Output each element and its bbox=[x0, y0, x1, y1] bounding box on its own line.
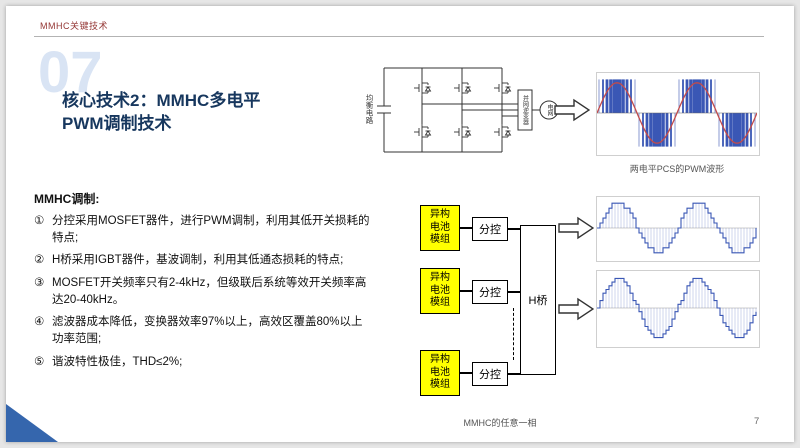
list-item: ① 分控采用MOSFET器件，进行PWM调制，利用其低开关损耗的特点; bbox=[34, 213, 372, 246]
item-text: MOSFET开关频率只有2-4kHz，但级联后系统等效开关频率高达20-40kH… bbox=[52, 277, 367, 306]
title-line-2: PWM调制技术 bbox=[62, 113, 172, 133]
battery-module-box: 异构电池模组 bbox=[420, 205, 460, 251]
item-number: ① bbox=[34, 215, 45, 227]
right-arrow-icon bbox=[558, 297, 594, 321]
item-number: ③ bbox=[34, 277, 45, 290]
item-number: ④ bbox=[34, 316, 45, 329]
item-text: 谐波特性极佳，THD≤2%; bbox=[52, 355, 183, 368]
item-text: 分控采用MOSFET器件，进行PWM调制，利用其低开关损耗的特点; bbox=[52, 215, 370, 244]
connector-line bbox=[460, 290, 472, 292]
list-item: ④ 滤波器成本降低，变换器效率97%以上，高效区覆盖80%以上功率范围; bbox=[34, 314, 372, 347]
ellipsis-dashed-line bbox=[513, 308, 514, 360]
connector-line bbox=[508, 291, 520, 293]
list-item: ③ MOSFET开关频率只有2-4kHz，但级联后系统等效开关频率高达20-40k… bbox=[34, 275, 372, 308]
list-item: ② H桥采用IGBT器件，基波调制，利用其低通态损耗的特点; bbox=[34, 252, 372, 269]
battery-module-label: 异构电池模组 bbox=[430, 209, 450, 246]
connector-line bbox=[460, 227, 472, 229]
title-line-1: 核心技术2：MMHC多电平 bbox=[62, 91, 261, 110]
subcontrol-box: 分控 bbox=[472, 280, 508, 304]
battery-module-box: 异构电池模组 bbox=[420, 268, 460, 314]
corner-triangle-decoration bbox=[6, 404, 58, 442]
h-bridge-box: H桥 bbox=[520, 225, 556, 375]
grid-inverter-label: 并网逆变器 bbox=[517, 90, 533, 130]
battery-module-label: 异构电池模组 bbox=[430, 354, 450, 391]
subcontrol-box: 分控 bbox=[472, 217, 508, 241]
pwm-waveform-drawing bbox=[597, 79, 757, 147]
slide: MMHC关键技术 07 核心技术2：MMHC多电平 PWM调制技术 MMHC调制… bbox=[6, 6, 794, 442]
right-arrow-icon bbox=[554, 98, 590, 122]
item-text: H桥采用IGBT器件，基波调制，利用其低通态损耗的特点; bbox=[52, 254, 344, 267]
multilevel-waveform-drawing bbox=[597, 277, 757, 339]
header-divider bbox=[34, 36, 764, 37]
body-text-block: MMHC调制: ① 分控采用MOSFET器件，进行PWM调制，利用其低开关损耗的特… bbox=[34, 190, 372, 376]
inverter-circuit-diagram: 均衡电路 并网逆变器 电网 bbox=[362, 56, 562, 178]
grid-label: 电网 bbox=[542, 100, 557, 120]
item-number: ② bbox=[34, 254, 45, 267]
battery-module-box: 异构电池模组 bbox=[420, 350, 460, 396]
pwm-plot-caption: 两电平PCS的PWM波形 bbox=[629, 164, 725, 174]
grid-inverter-label-text: 并网逆变器 bbox=[521, 95, 528, 125]
multilevel-waveform-plot-bottom bbox=[596, 270, 760, 348]
battery-module-label: 异构电池模组 bbox=[430, 272, 450, 309]
right-arrow-icon bbox=[558, 216, 594, 240]
item-text: 滤波器成本降低，变换器效率97%以上，高效区覆盖80%以上功率范围; bbox=[52, 316, 363, 346]
diagram-caption: MMHC的任意一相 bbox=[463, 418, 537, 428]
body-intro: MMHC调制: bbox=[34, 192, 100, 206]
slide-title: 核心技术2：MMHC多电平 PWM调制技术 bbox=[62, 90, 260, 136]
page-number: 7 bbox=[754, 416, 760, 427]
connector-line bbox=[508, 373, 520, 375]
circuit-schematic-drawing bbox=[377, 67, 559, 153]
pwm-waveform-plot bbox=[596, 72, 760, 156]
connector-line bbox=[460, 372, 472, 374]
list-item: ⑤ 谐波特性极佳，THD≤2%; bbox=[34, 354, 372, 371]
multilevel-waveform-drawing bbox=[597, 202, 757, 254]
section-number: 07 bbox=[38, 40, 103, 105]
grid-label-text: 电网 bbox=[546, 104, 552, 116]
connector-line bbox=[508, 228, 520, 230]
item-number: ⑤ bbox=[34, 355, 45, 368]
subcontrol-box: 分控 bbox=[472, 362, 508, 386]
bullet-list: ① 分控采用MOSFET器件，进行PWM调制，利用其低开关损耗的特点; ② H桥采用… bbox=[34, 213, 372, 370]
balance-circuit-label: 均衡电路 bbox=[365, 94, 374, 124]
header-label: MMHC关键技术 bbox=[40, 21, 108, 31]
multilevel-waveform-plot-top bbox=[596, 196, 760, 262]
